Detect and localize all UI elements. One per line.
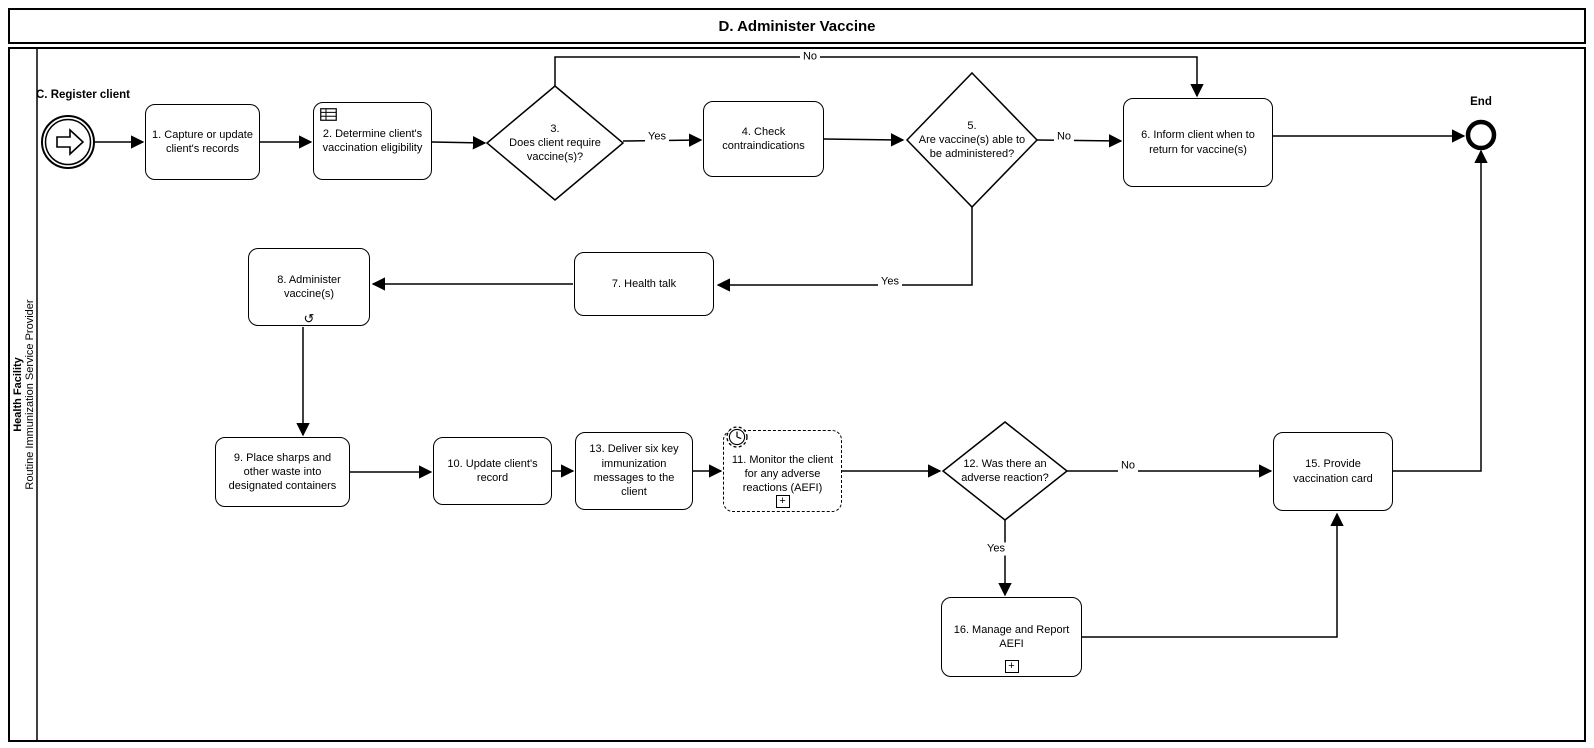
task-8-label: 8. Administer vaccine(s) — [277, 273, 341, 300]
task-11[interactable]: 11. Monitor the client for any adverse r… — [723, 426, 842, 512]
task-15-label: 15. Provide vaccination card — [1293, 458, 1373, 485]
task-16-label: 16. Manage and Report AEFI — [953, 623, 1070, 650]
diagram-title: D. Administer Vaccine — [8, 8, 1586, 44]
timer-icon — [726, 426, 748, 448]
task-7[interactable]: 7. Health talk — [574, 252, 714, 316]
flow-g5-no-t6[interactable] — [1036, 134, 1123, 148]
task-4-label: 4. Check contraindications — [722, 125, 805, 152]
plus-icon: + — [1004, 660, 1019, 673]
task-10-label: 10. Update client's record — [447, 457, 538, 484]
task-1[interactable]: 1. Capture or update client's records — [145, 104, 260, 180]
edge-label-g12-no: No — [1117, 459, 1139, 473]
task-6[interactable]: 6. Inform client when to return for vacc… — [1123, 98, 1273, 187]
gateway-12-shape[interactable] — [941, 421, 1069, 521]
task-4[interactable]: 4. Check contraindications — [703, 101, 824, 177]
loop-icon: ↺ — [303, 311, 315, 326]
task-15[interactable]: 15. Provide vaccination card — [1273, 432, 1393, 511]
flow-t16-t15[interactable] — [1082, 512, 1344, 638]
task-2-label: 2. Determine client's vaccination eligib… — [322, 127, 423, 154]
table-icon — [320, 108, 337, 121]
task-9-label: 9. Place sharps and other waste into des… — [228, 451, 337, 493]
flow-g3-no-t6[interactable] — [554, 56, 1204, 98]
lane-name: Routine Immunization Service Provider — [24, 299, 36, 490]
task-1-label: 1. Capture or update client's records — [152, 128, 253, 155]
flow-t15-end[interactable] — [1393, 149, 1488, 472]
gateway-3-shape[interactable] — [485, 85, 625, 201]
task-10[interactable]: 10. Update client's record — [433, 437, 552, 505]
end-event-label: End — [1470, 96, 1492, 108]
start-event-label: C. Register client — [36, 89, 130, 101]
task-6-label: 6. Inform client when to return for vacc… — [1141, 129, 1255, 156]
task-13[interactable]: 13. Deliver six key immunization message… — [575, 432, 693, 510]
edge-label-g12-yes: Yes — [984, 542, 1008, 556]
link-arrow-icon — [56, 128, 85, 156]
task-13-label: 13. Deliver six key immunization message… — [589, 443, 679, 499]
sequence-flows — [95, 56, 1488, 638]
task-7-label: 7. Health talk — [611, 277, 677, 290]
plus-icon: + — [775, 495, 790, 508]
start-event[interactable] — [41, 115, 95, 169]
task-11-label: 11. Monitor the client for any adverse r… — [731, 453, 834, 495]
flow-t2-g3[interactable] — [431, 136, 487, 150]
task-2[interactable]: 2. Determine client's vaccination eligib… — [313, 102, 432, 180]
pool-health-facility — [8, 47, 1586, 742]
edge-label-g3-no: No — [799, 50, 821, 64]
flow-g5-yes-t7[interactable] — [716, 207, 973, 292]
task-9[interactable]: 9. Place sharps and other waste into des… — [215, 437, 350, 507]
end-event[interactable] — [1465, 119, 1497, 151]
edge-label-g3-yes: Yes — [645, 130, 669, 144]
flow-t4-g5[interactable] — [823, 133, 905, 147]
gateway-5-shape[interactable] — [905, 71, 1039, 209]
lane-header: Health Facility Routine Immunization Ser… — [11, 49, 37, 740]
task-8[interactable]: 8. Administer vaccine(s) ↺ — [248, 248, 370, 326]
task-16[interactable]: 16. Manage and Report AEFI + — [941, 597, 1082, 677]
edge-label-g5-yes: Yes — [878, 275, 902, 289]
edge-label-g5-no: No — [1053, 130, 1075, 144]
pool-name: Health Facility — [12, 357, 24, 432]
